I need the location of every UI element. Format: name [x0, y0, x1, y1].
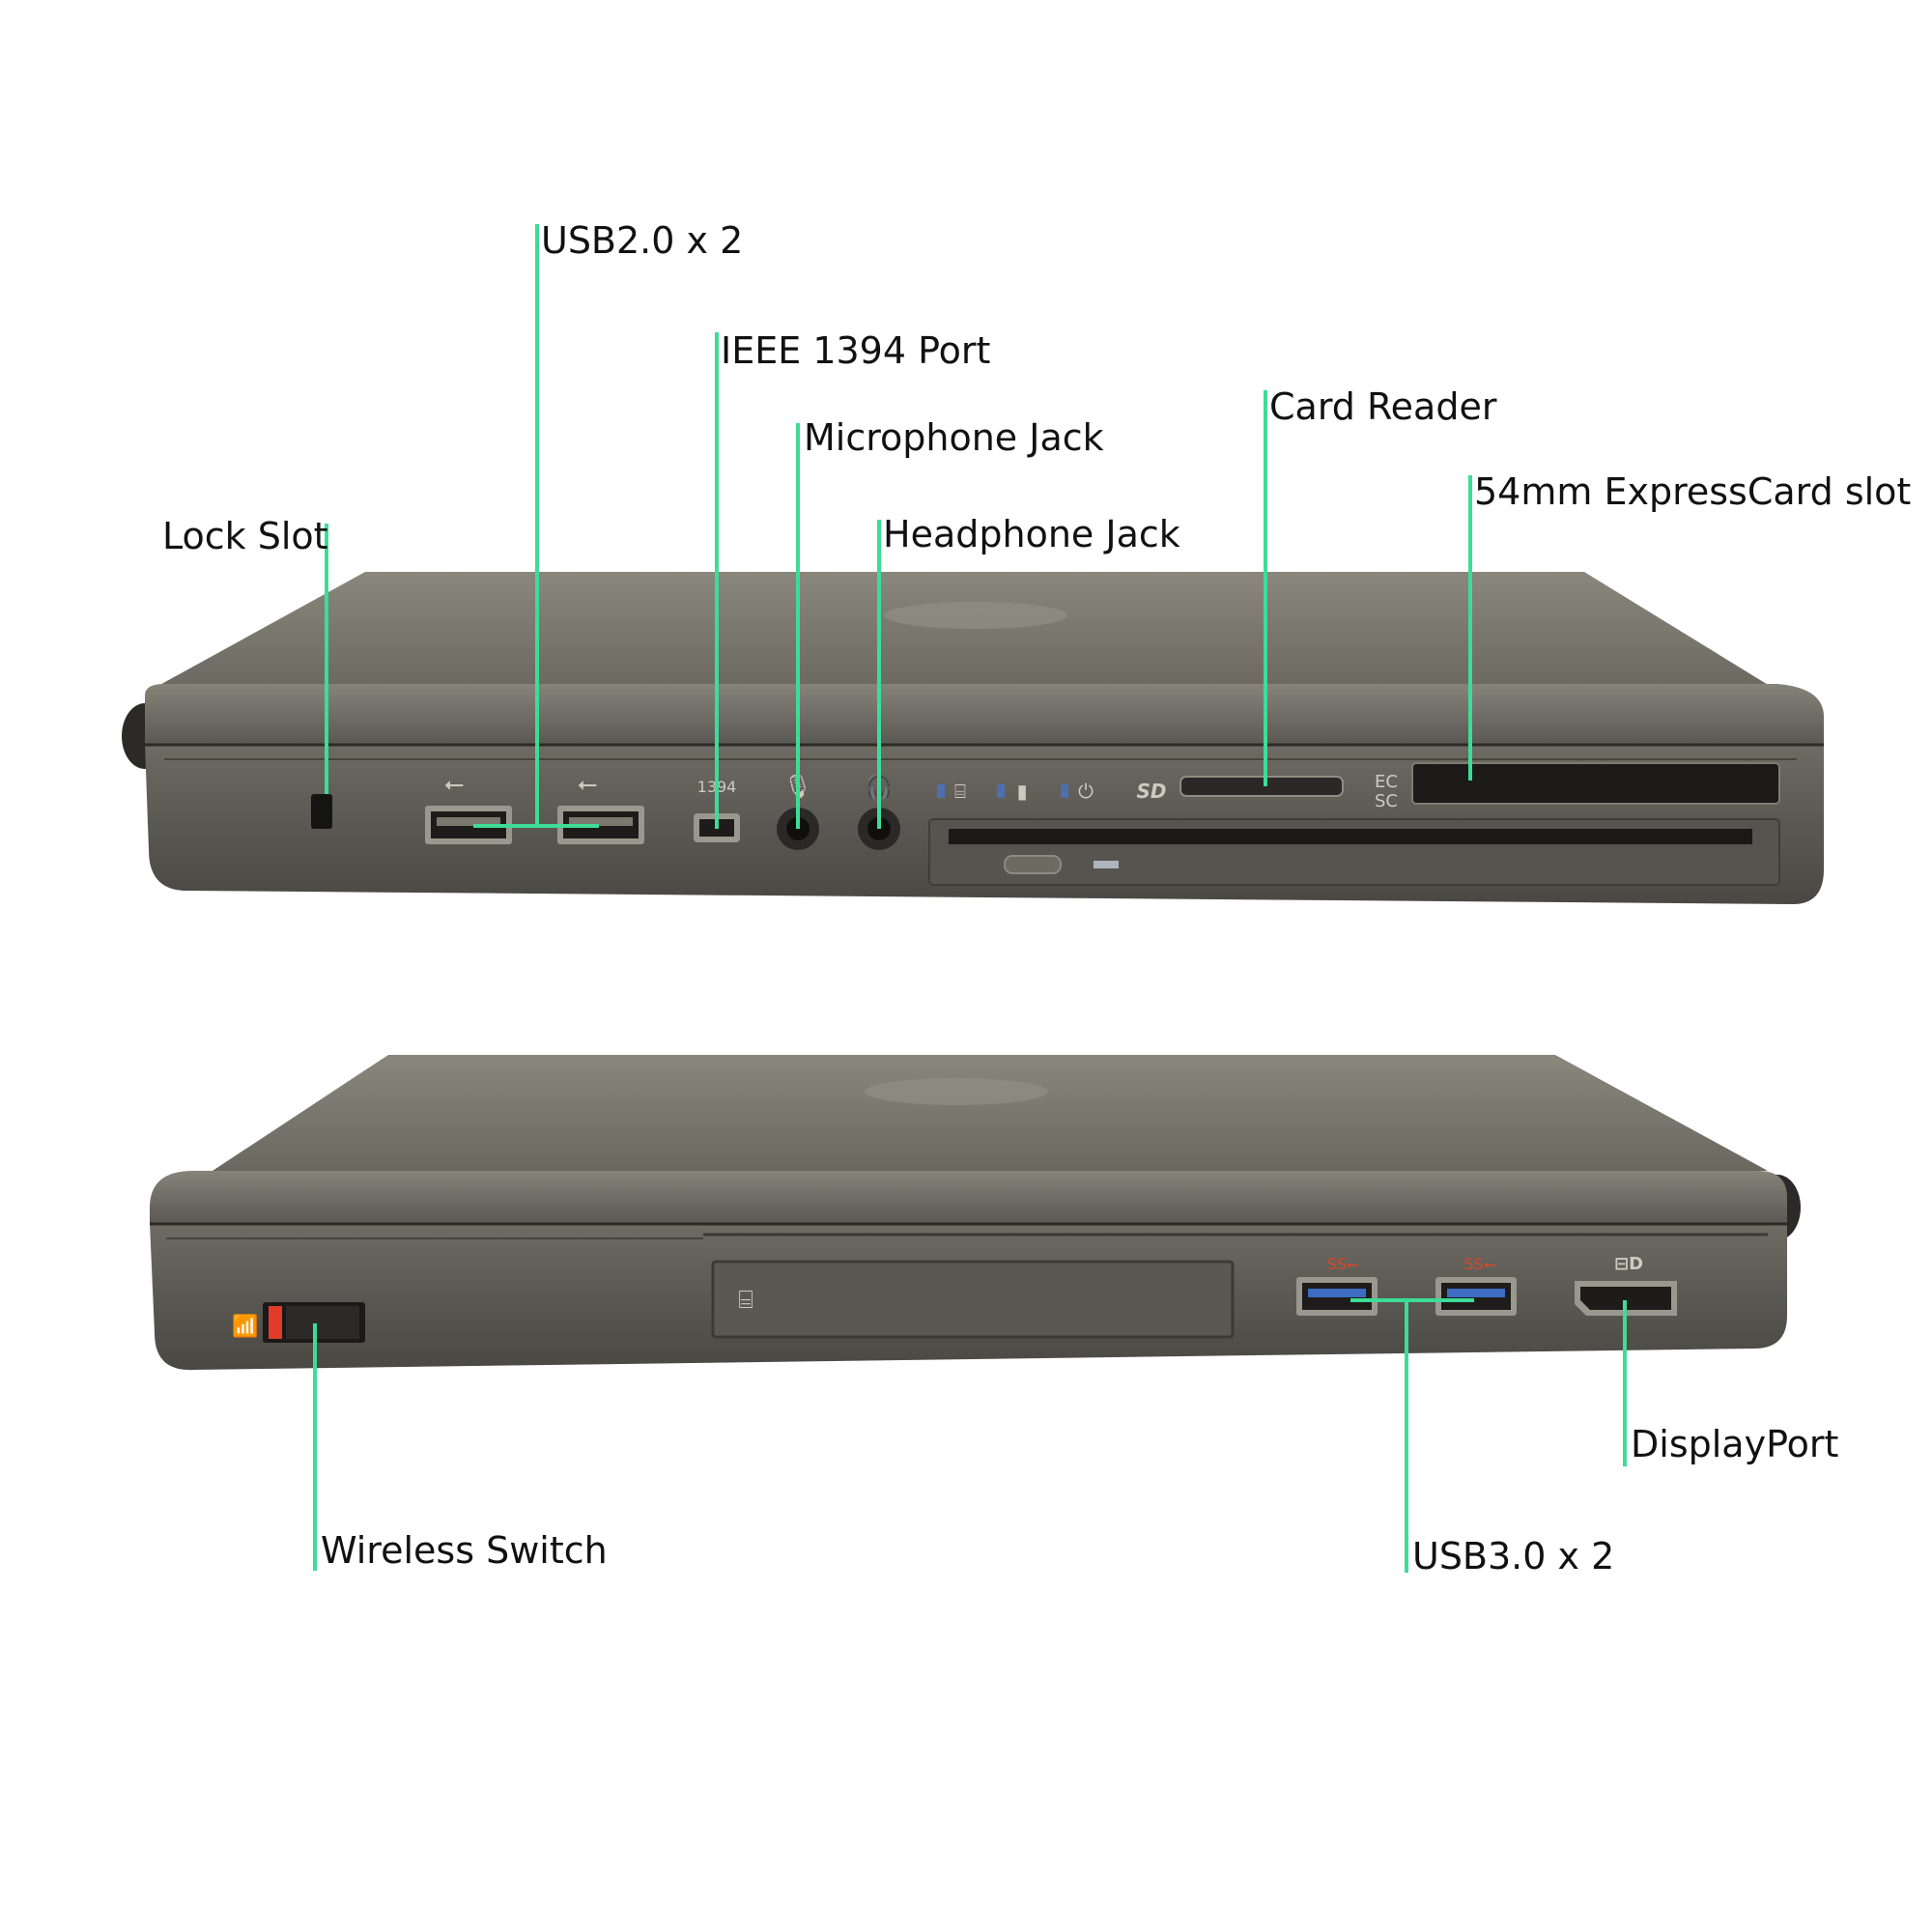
laptop-lid [155, 572, 1782, 694]
usb3-icon: SS⭠ [1463, 1255, 1495, 1273]
lid-edge [150, 1171, 1787, 1223]
lock-slot[interactable] [311, 794, 332, 829]
hdd-activity-icon: ⌸ [954, 780, 966, 803]
wireless-antenna-icon: 📶 [232, 1314, 258, 1339]
lid-logo [884, 602, 1067, 629]
right-side-view: 📶 ⌸ SS⭠ SS⭠ ⊟D [150, 1055, 1801, 1371]
callout-ieee1394: IEEE 1394 Port [721, 329, 990, 372]
left-side-view: ⭠ ⭠ 1394 🎙 🎧 ⌸ [122, 572, 1824, 904]
callout-usb3: USB3.0 x 2 [1412, 1535, 1614, 1577]
card-reader-slot[interactable] [1179, 776, 1344, 797]
lid-logo [865, 1078, 1048, 1105]
wireless-switch[interactable] [263, 1302, 365, 1343]
usb-icon: ⭠ [578, 770, 598, 799]
sd-card-icon: SD [1136, 780, 1166, 803]
displayport-port[interactable] [1575, 1281, 1677, 1316]
callout-microphone: Microphone Jack [804, 416, 1104, 459]
hdd-icon: ⌸ [738, 1286, 753, 1315]
optical-eject-button[interactable] [1004, 855, 1062, 874]
callout-wireless-switch: Wireless Switch [321, 1529, 608, 1572]
callouts: Lock Slot USB2.0 x 2 IEEE 1394 Port Micr… [162, 219, 1911, 1577]
callout-expresscard: 54mm ExpressCard slot [1474, 470, 1911, 513]
laptop-lid [213, 1055, 1768, 1171]
hard-drive-bay: ⌸ [711, 1260, 1235, 1339]
callout-lock-slot: Lock Slot [162, 515, 328, 557]
usb3-port[interactable] [1296, 1277, 1378, 1316]
callout-usb2: USB2.0 x 2 [541, 219, 743, 262]
usb-icon: ⭠ [444, 770, 465, 799]
displayport-icon: ⊟D [1614, 1254, 1643, 1274]
usb3-port[interactable] [1435, 1277, 1517, 1316]
power-led [1061, 784, 1068, 798]
optical-drive [928, 818, 1780, 886]
battery-icon: ▮ [1016, 780, 1027, 803]
expresscard-marking-bottom: SC [1375, 791, 1398, 811]
expresscard-slot[interactable] [1411, 762, 1780, 805]
hdd-activity-led [937, 784, 945, 798]
usb3-icon: SS⭠ [1326, 1255, 1358, 1273]
callout-displayport: DisplayPort [1631, 1423, 1838, 1465]
optical-activity-led [1094, 861, 1119, 868]
callout-headphone: Headphone Jack [883, 513, 1180, 555]
expresscard-marking-top: EC [1375, 772, 1398, 792]
battery-led [997, 784, 1005, 798]
lid-edge [145, 684, 1824, 744]
callout-card-reader: Card Reader [1269, 385, 1497, 428]
power-icon: ⏻ [1078, 780, 1094, 803]
usb2-port[interactable] [425, 806, 512, 844]
